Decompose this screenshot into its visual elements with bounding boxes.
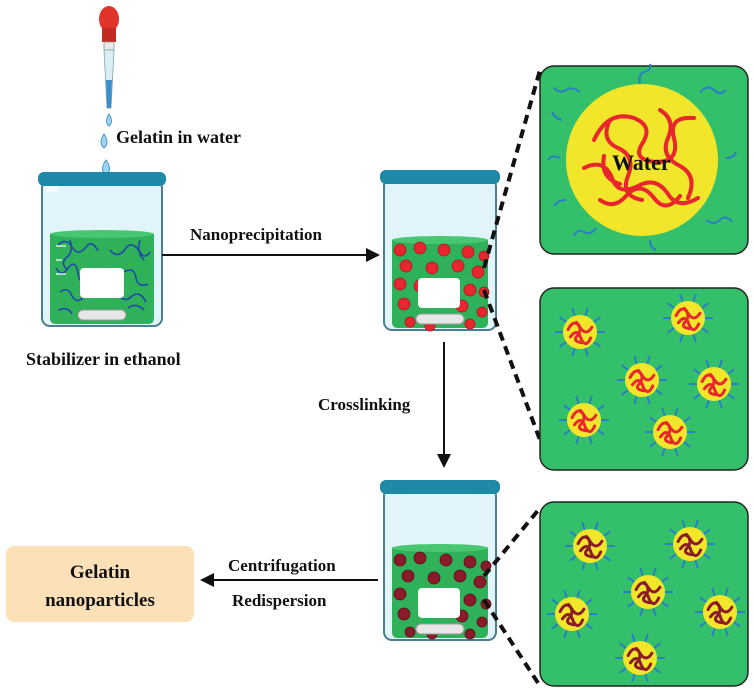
zoom-panel-nanoparticles (539, 287, 749, 471)
nanoparticle (663, 293, 713, 343)
zoom-lines-top (482, 69, 542, 441)
result-line-2: nanoparticles (45, 590, 155, 611)
result-box (6, 546, 194, 622)
water-drop-icon (100, 113, 112, 176)
crosslinking-label: Crosslinking (318, 395, 411, 414)
stabilizer-in-ethanol-label: Stabilizer in ethanol (26, 349, 181, 369)
beaker-icon (380, 170, 500, 332)
gelatin-particles (393, 241, 490, 332)
nanoparticle (617, 355, 667, 405)
nanoprecipitation-label: Nanoprecipitation (190, 225, 322, 244)
gelatin-in-water-label: Gelatin in water (116, 127, 241, 147)
nanoparticle (559, 395, 609, 445)
zoom-panel-crosslinked (539, 501, 749, 687)
stir-bar-icon (415, 313, 465, 325)
arrow-icon (437, 342, 451, 468)
crosslinked-nanoparticle (565, 521, 615, 571)
zoom-panel-droplet: Water (539, 63, 749, 255)
arrow-icon (200, 573, 378, 587)
crosslinked-nanoparticle (665, 519, 715, 569)
dropper-icon (99, 6, 119, 109)
beaker-icon (38, 172, 166, 327)
centrifugation-label: Centrifugation (228, 556, 336, 575)
nanoparticle (689, 359, 739, 409)
nanoparticle (645, 407, 695, 457)
crosslinked-particles (393, 551, 492, 640)
crosslinked-nanoparticle (547, 589, 597, 639)
crosslinked-nanoparticle (623, 567, 673, 617)
crosslinked-nanoparticle (695, 587, 745, 637)
result-line-1: Gelatin (70, 562, 131, 583)
redispersion-label: Redispersion (232, 591, 327, 610)
water-label: Water (612, 150, 671, 175)
crosslinked-nanoparticle (615, 633, 665, 683)
beaker-icon (380, 480, 500, 641)
zoom-lines-bottom (482, 506, 542, 688)
stir-bar-icon (77, 309, 127, 321)
arrow-icon (162, 248, 380, 262)
nanoparticle (555, 307, 605, 357)
stir-bar-icon (415, 623, 465, 635)
